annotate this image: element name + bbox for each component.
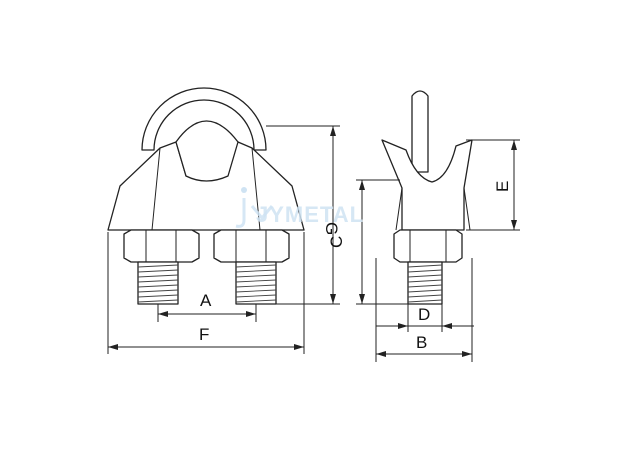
side-stud	[407, 261, 443, 305]
label-e: E	[493, 181, 512, 192]
label-d: D	[418, 305, 430, 324]
label-g: G	[322, 222, 341, 235]
watermark-logo-icon	[235, 187, 274, 228]
front-saddle-edge-left	[151, 147, 161, 231]
dimension-labels: A F G C E D B	[199, 181, 512, 352]
label-b: B	[416, 333, 427, 352]
side-saddle-edge-left	[395, 187, 403, 231]
side-view	[381, 90, 473, 305]
side-u-bolt	[411, 90, 429, 173]
dim-g	[266, 125, 340, 305]
brand-watermark: JYMETAL	[235, 187, 364, 228]
dim-e	[466, 139, 520, 231]
front-u-bolt	[141, 87, 267, 151]
dim-d	[376, 304, 474, 332]
label-c: C	[327, 236, 346, 248]
dim-b	[375, 258, 473, 362]
front-stud-right	[235, 261, 277, 305]
front-view	[107, 87, 305, 305]
label-f: F	[199, 325, 209, 344]
dim-c	[356, 179, 408, 305]
front-stud-left	[137, 261, 179, 305]
dim-a	[157, 304, 257, 322]
front-nut-left	[123, 229, 200, 263]
front-nut-right	[213, 229, 290, 263]
side-saddle-body	[381, 139, 473, 231]
watermark-text: JYMETAL	[256, 202, 364, 227]
side-nut	[393, 229, 463, 263]
side-saddle-edge-right	[463, 187, 471, 231]
label-a: A	[200, 291, 212, 310]
dim-f	[107, 232, 305, 354]
dimension-lines	[107, 125, 520, 362]
front-rope-groove	[175, 120, 239, 182]
